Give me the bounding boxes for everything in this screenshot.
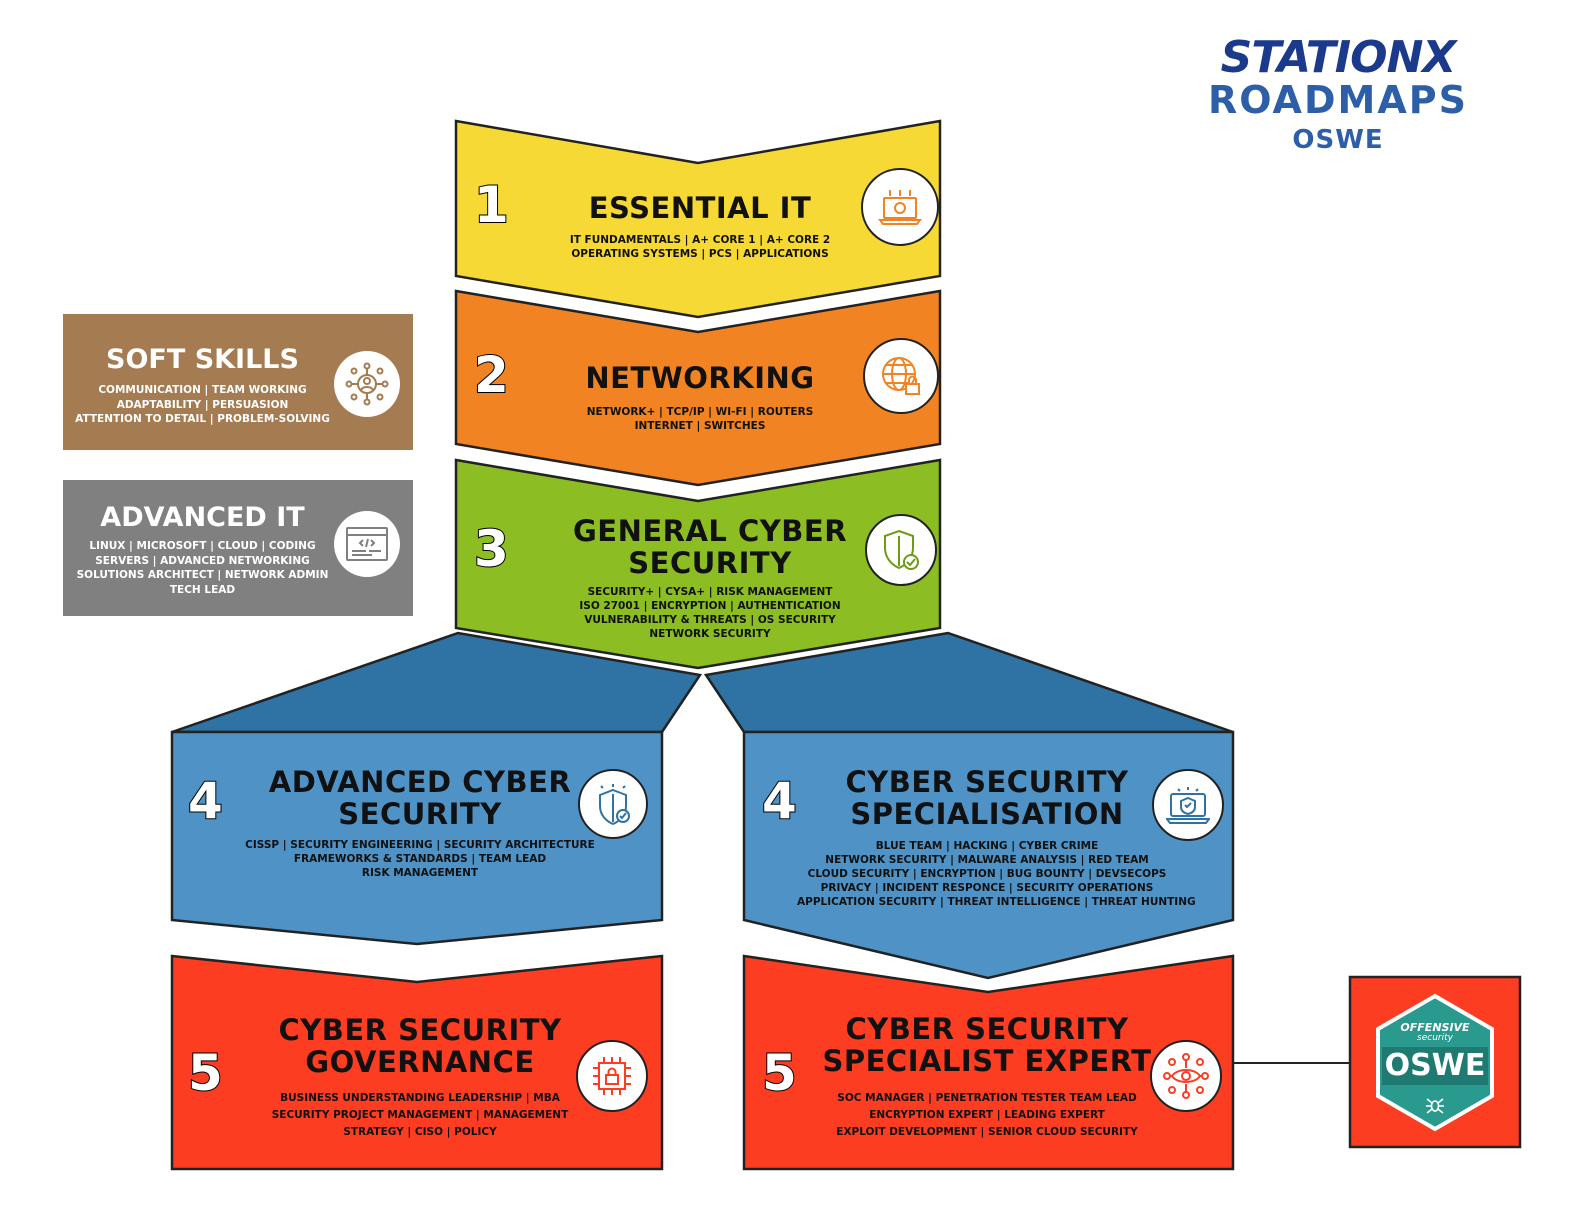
step-items: BUSINESS UNDERSTANDING LEADERSHIP | MBA …	[271, 1092, 569, 1138]
advanced-it-title: ADVANCED IT	[100, 502, 305, 533]
soft-skills-items: COMMUNICATION | TEAM WORKING ADAPTABILIT…	[75, 384, 330, 425]
step-title: CYBER SECURITY GOVERNANCE	[278, 1013, 562, 1079]
stationx-logo: STATIONX	[1220, 32, 1457, 83]
step-items: NETWORK+ | TCP/IP | WI-FI | ROUTERS INTE…	[586, 406, 814, 432]
step-advanced-cyber-shape	[170, 730, 664, 946]
step-governance-shape	[170, 954, 664, 1171]
step-specialisation-shape	[742, 730, 1235, 980]
offensive-security-label: OFFENSIVE security	[1400, 1021, 1470, 1043]
step-networking-shape	[454, 289, 942, 487]
laptop-shield-icon	[1152, 769, 1224, 841]
globe-lock-icon	[863, 338, 939, 414]
person-network-icon	[334, 351, 400, 417]
step-number: 4	[187, 771, 224, 831]
shield-stars-icon	[578, 769, 648, 839]
step-items: BLUE TEAM | HACKING | CYBER CRIME NETWOR…	[797, 840, 1196, 908]
eye-network-icon	[1150, 1040, 1222, 1112]
code-window-icon	[334, 511, 400, 577]
soft-skills-title: SOFT SKILLS	[106, 344, 299, 375]
roadmaps-subtitle: ROADMAPS	[1208, 78, 1468, 122]
oswe-badge-band	[1382, 1047, 1488, 1085]
step-title: CYBER SECURITY SPECIALISATION	[845, 765, 1129, 831]
brand-block: STATIONX ROADMAPS OSWE	[1198, 32, 1478, 155]
step-title: GENERAL CYBER SECURITY	[572, 514, 848, 580]
chip-lock-icon	[576, 1040, 648, 1112]
step-number: 5	[761, 1043, 798, 1103]
step-essential-it-shape	[454, 119, 942, 319]
spider-icon	[1424, 1094, 1446, 1116]
step-number: 3	[473, 519, 510, 579]
step-number: 2	[473, 345, 510, 405]
step-items: SOC MANAGER | PENETRATION TESTER TEAM LE…	[836, 1092, 1138, 1138]
step-items: SECURITY+ | CYSA+ | RISK MANAGEMENT ISO …	[579, 586, 841, 640]
step-items: CISSP | SECURITY ENGINEERING | SECURITY …	[245, 839, 595, 879]
step-general-cyber-shape	[454, 458, 942, 670]
step-title: ADVANCED CYBER SECURITY	[268, 765, 572, 831]
step-title: CYBER SECURITY SPECIALIST EXPERT	[822, 1012, 1152, 1078]
certification-title: OSWE	[1292, 125, 1384, 155]
step-number: 5	[187, 1043, 224, 1103]
oswe-badge-label: OSWE	[1384, 1048, 1486, 1083]
laptop-gear-icon	[861, 168, 939, 246]
step-number: 4	[761, 771, 798, 831]
advanced-it-items: LINUX | MICROSOFT | CLOUD | CODING SERVE…	[76, 540, 329, 596]
shield-check-icon	[865, 514, 937, 586]
step-items: IT FUNDAMENTALS | A+ CORE 1 | A+ CORE 2 …	[569, 234, 831, 260]
step-title: ESSENTIAL IT	[588, 191, 812, 225]
step-number: 1	[473, 175, 510, 235]
step-title: NETWORKING	[585, 361, 815, 395]
